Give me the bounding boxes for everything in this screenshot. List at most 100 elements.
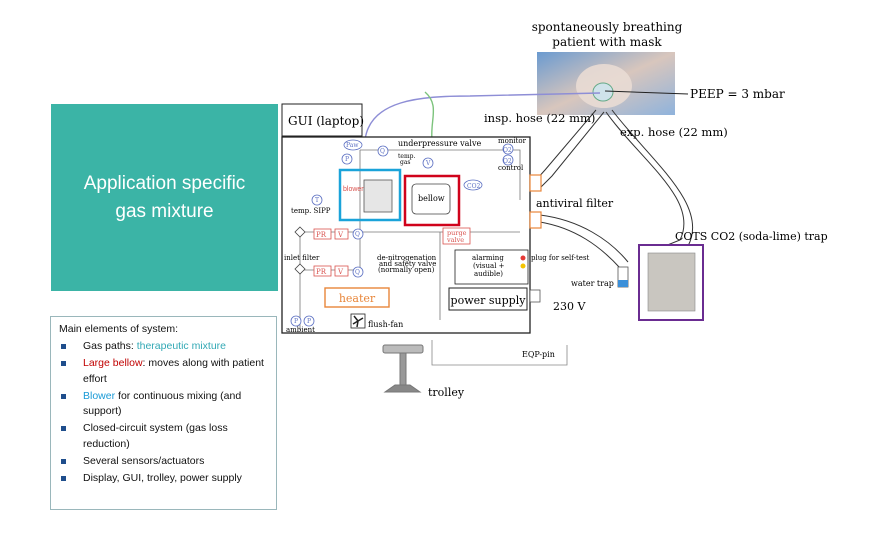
temp-gas-label-1: temp.	[398, 153, 415, 160]
bullet-icon	[61, 475, 66, 481]
v-label-lower: V	[337, 268, 344, 276]
co2-label: CO2	[467, 183, 481, 190]
bullet-icon	[61, 426, 66, 432]
v-valve-lower	[334, 265, 349, 277]
purge-valve	[442, 227, 471, 245]
gas-line-purple	[364, 92, 601, 141]
q-label-mid: Q	[355, 231, 360, 238]
patient-photo	[537, 52, 675, 115]
blower-label: blower	[343, 186, 364, 193]
bullet-icon	[61, 361, 66, 367]
notes-item-text: Closed-circuit system (gas loss reductio…	[83, 422, 228, 450]
bullet-icon	[61, 458, 66, 464]
v230-label: 230 V	[553, 300, 586, 313]
inlet-filter-lower	[294, 263, 306, 275]
ambient-label: ambient	[286, 326, 315, 334]
inlet-filter-upper	[294, 226, 306, 238]
t-label: T	[315, 197, 319, 204]
underpressure-label: underpressure valve	[398, 139, 481, 148]
paw-label: Paw	[346, 142, 359, 149]
monitor-label: monitor	[498, 137, 527, 145]
temp-sipp-label: temp. SIPP	[291, 207, 331, 215]
notes-item-highlight: therapeutic mixture	[136, 340, 226, 353]
bellow-unit	[411, 183, 451, 215]
insp-hose-label: insp. hose (22 mm)	[484, 111, 595, 125]
alarm-led-red	[520, 255, 526, 261]
v-label-sensor: V	[425, 160, 431, 167]
pr-valve-lower	[313, 265, 332, 277]
o2-sensor-1	[502, 143, 514, 155]
notes-item: Display, GUI, trolley, power supply	[59, 471, 270, 486]
gas-mixture-title-box: Application specific gas mixture	[51, 104, 278, 291]
purge-label-1: purge	[447, 229, 467, 237]
power-supply-label: power supply	[451, 294, 527, 307]
exp-hose-label: exp. hose (22 mm)	[620, 125, 728, 139]
notes-item-text: Several sensors/actuators	[83, 454, 205, 467]
trolley-illustration	[382, 344, 424, 393]
notes-item-highlight: Blower	[83, 389, 116, 402]
plug-label: plug for self-test	[531, 254, 590, 262]
notes-item: Large bellow: moves along with patient e…	[59, 356, 270, 386]
q-label-low: Q	[355, 269, 360, 276]
exp-hose	[605, 109, 694, 255]
patient-label-line1: spontaneously breathing	[532, 20, 683, 34]
alarm-led-yellow	[520, 263, 526, 269]
p-sensor-top	[341, 153, 353, 165]
q-sensor-low	[352, 266, 364, 278]
temp-gas-label-2: gas	[400, 159, 411, 166]
blower-unit	[363, 179, 393, 213]
denitro-label-3: (normally open)	[378, 266, 435, 274]
o2-label-1: O2	[503, 147, 512, 154]
notes-item-rest: : moves along with patient effort	[83, 357, 264, 385]
gui-laptop-box	[281, 103, 363, 137]
eqp-line	[431, 340, 568, 366]
bullet-icon	[61, 393, 66, 399]
patient-label-line2: patient with mask	[552, 35, 662, 49]
gui-label: GUI (laptop)	[288, 114, 364, 128]
inlet-filter-label: inlet filter	[284, 254, 320, 262]
antiviral-filter-lower	[529, 211, 542, 229]
denitro-label-1: de-nitrogenation	[377, 254, 437, 262]
heater-label: heater	[339, 292, 376, 305]
pr-valve-upper	[313, 228, 332, 240]
alarming-label-3: audible)	[474, 270, 503, 278]
o2-label-2: O2	[503, 158, 512, 165]
q-sensor-top	[377, 145, 389, 157]
antiviral-label: antiviral filter	[536, 197, 614, 210]
alarming-label-1: alarming	[472, 254, 504, 262]
pr-label-lower: PR	[316, 268, 327, 276]
notes-item-highlight: Large bellow	[83, 357, 143, 370]
flush-fan-label: flush-fan	[368, 320, 403, 329]
notes-item-text: Display, GUI, trolley, power supply	[83, 471, 242, 484]
notes-item-text: Gas paths:	[83, 340, 137, 353]
control-label: control	[498, 164, 524, 172]
heater-box	[324, 287, 390, 308]
bellow-label: bellow	[418, 194, 445, 203]
q-sensor-mid	[352, 228, 364, 240]
power-plug-icon	[529, 289, 541, 303]
alarming-box	[454, 249, 529, 285]
paw-sensor	[343, 139, 363, 151]
p-label-ambient-1: P	[294, 318, 298, 325]
alarming-label-2: (visual +	[473, 262, 505, 270]
v-label-upper: V	[337, 231, 344, 239]
power-supply-box	[448, 287, 528, 311]
p-label-ambient-2: P	[307, 318, 311, 325]
bullet-icon	[61, 344, 66, 350]
notes-item: Gas paths: therapeutic mixture	[59, 339, 270, 354]
notes-item-rest: for continuous mixing (and support)	[83, 389, 242, 418]
notes-heading: Main elements of system:	[59, 323, 179, 335]
co2-trap-canister	[647, 252, 696, 312]
eqp-pin-label: EQP-pin	[522, 350, 555, 359]
t-sensor	[311, 194, 323, 206]
bellow-highlight-box	[403, 174, 461, 227]
peep-label: PEEP = 3 mbar	[690, 87, 785, 101]
v-valve-upper	[334, 228, 349, 240]
purge-label-2: valve	[446, 236, 464, 244]
p-sensor-ambient-1	[290, 315, 302, 327]
peep-leader	[604, 90, 689, 95]
pr-label-upper: PR	[316, 231, 327, 239]
o2-sensor-2	[502, 154, 514, 166]
notes-item: Closed-circuit system (gas loss reductio…	[59, 421, 270, 451]
